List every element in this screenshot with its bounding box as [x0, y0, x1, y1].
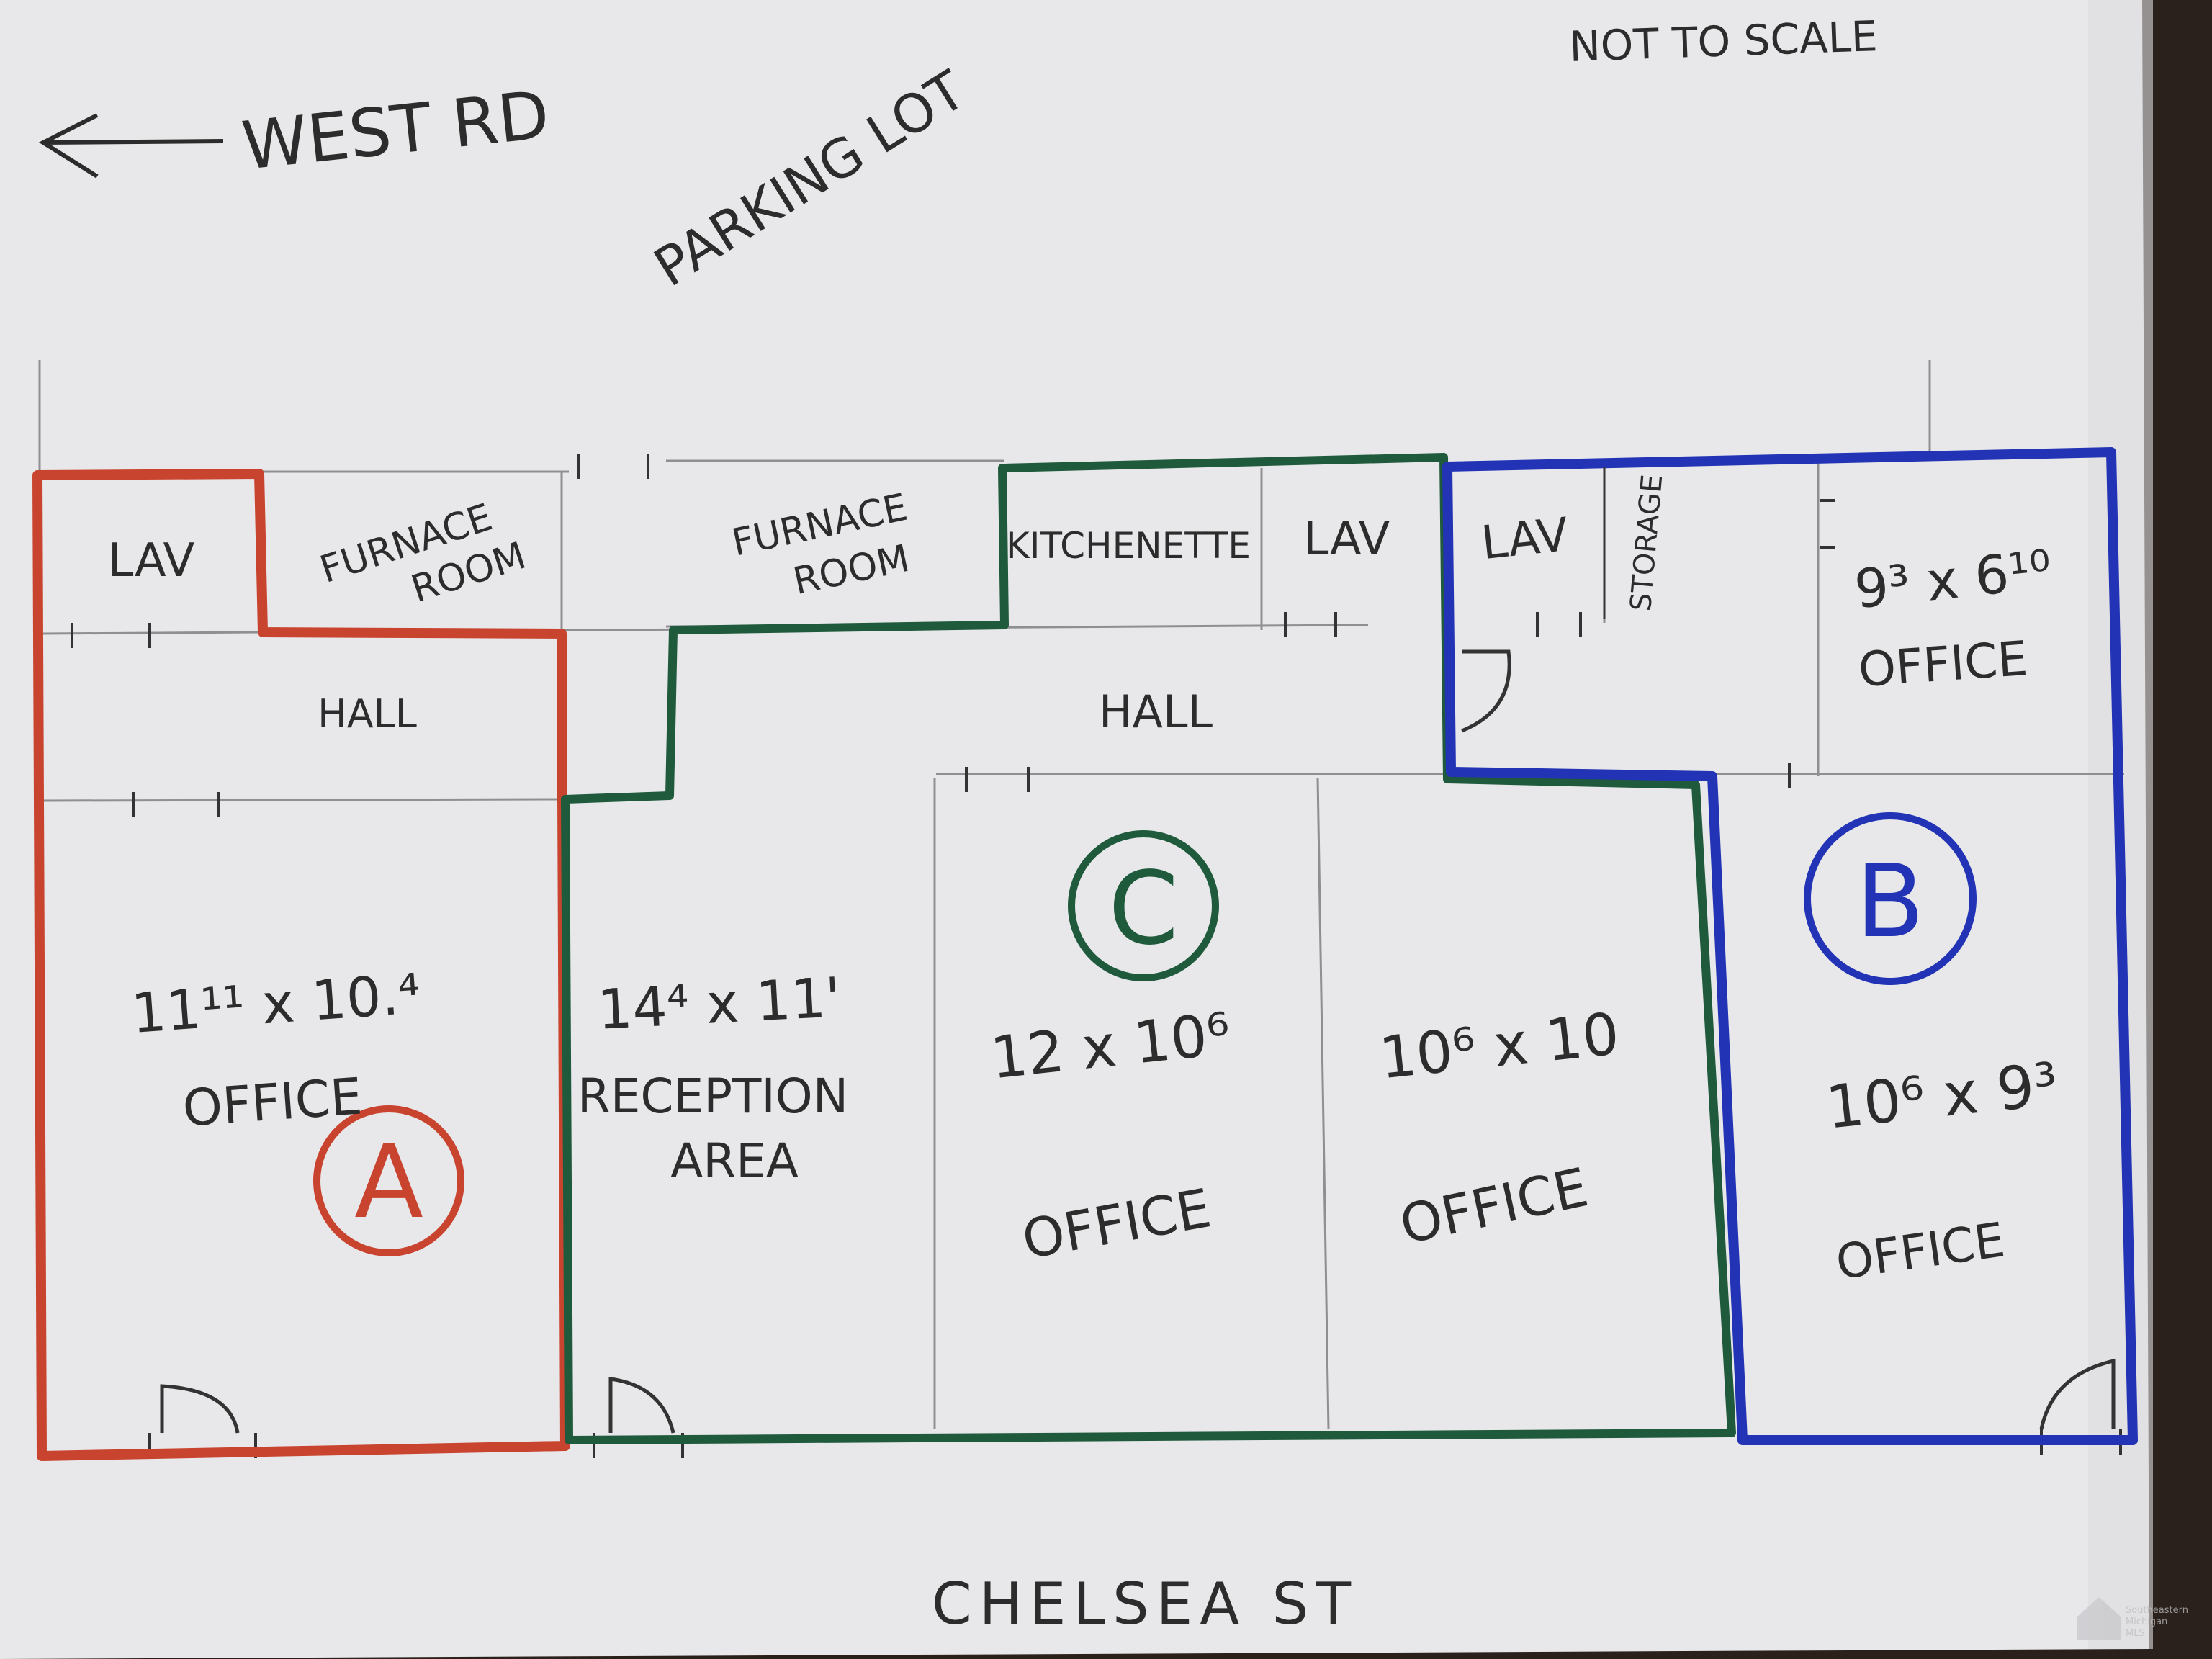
door-swings: [160, 649, 2116, 1434]
unit-b-letter: B: [1856, 843, 1925, 961]
unit-a-outline: [32, 469, 570, 1461]
watermark-line3: MLS: [2126, 1628, 2145, 1639]
reception-line1: RECEPTION: [577, 1069, 848, 1124]
paper-sheet: [0, 0, 2149, 1659]
hall-a-label: HALL: [318, 691, 417, 737]
unit-a-badge: A: [313, 1105, 464, 1256]
lav-b-label: LAV: [1479, 508, 1571, 570]
unit-c-letter: C: [1108, 850, 1179, 968]
unit-c-outline: [561, 453, 1736, 1444]
reception-line2: AREA: [670, 1133, 799, 1189]
office-a-label: OFFICE: [181, 1066, 364, 1138]
office-b1-label: OFFICE: [1856, 631, 2029, 698]
watermark-line1: Southeastern: [2126, 1605, 2188, 1616]
lav-a-label: LAV: [108, 534, 195, 588]
chelsea-st-label: CHELSEA ST: [932, 1570, 1358, 1637]
kitchenette-label: KITCHENETTE: [1006, 525, 1251, 567]
unit-a-letter: A: [354, 1124, 423, 1241]
not-to-scale-note: NOT TO SCALE: [1568, 12, 1878, 71]
unit-c-badge: C: [1068, 830, 1219, 981]
door-ticks: [71, 454, 2122, 1458]
reception-dim: 14⁴ x 11': [595, 965, 842, 1042]
lav-c-label: LAV: [1303, 513, 1390, 566]
hall-c-label: HALL: [1099, 685, 1213, 738]
west-rd-arrow: [38, 113, 224, 179]
watermark-line2: Michigan: [2126, 1617, 2167, 1627]
unit-b-badge: B: [1804, 812, 1977, 985]
mls-watermark-logo: Southeastern Michigan MLS: [2077, 1597, 2188, 1640]
unit-b-outline: [1442, 447, 2138, 1445]
